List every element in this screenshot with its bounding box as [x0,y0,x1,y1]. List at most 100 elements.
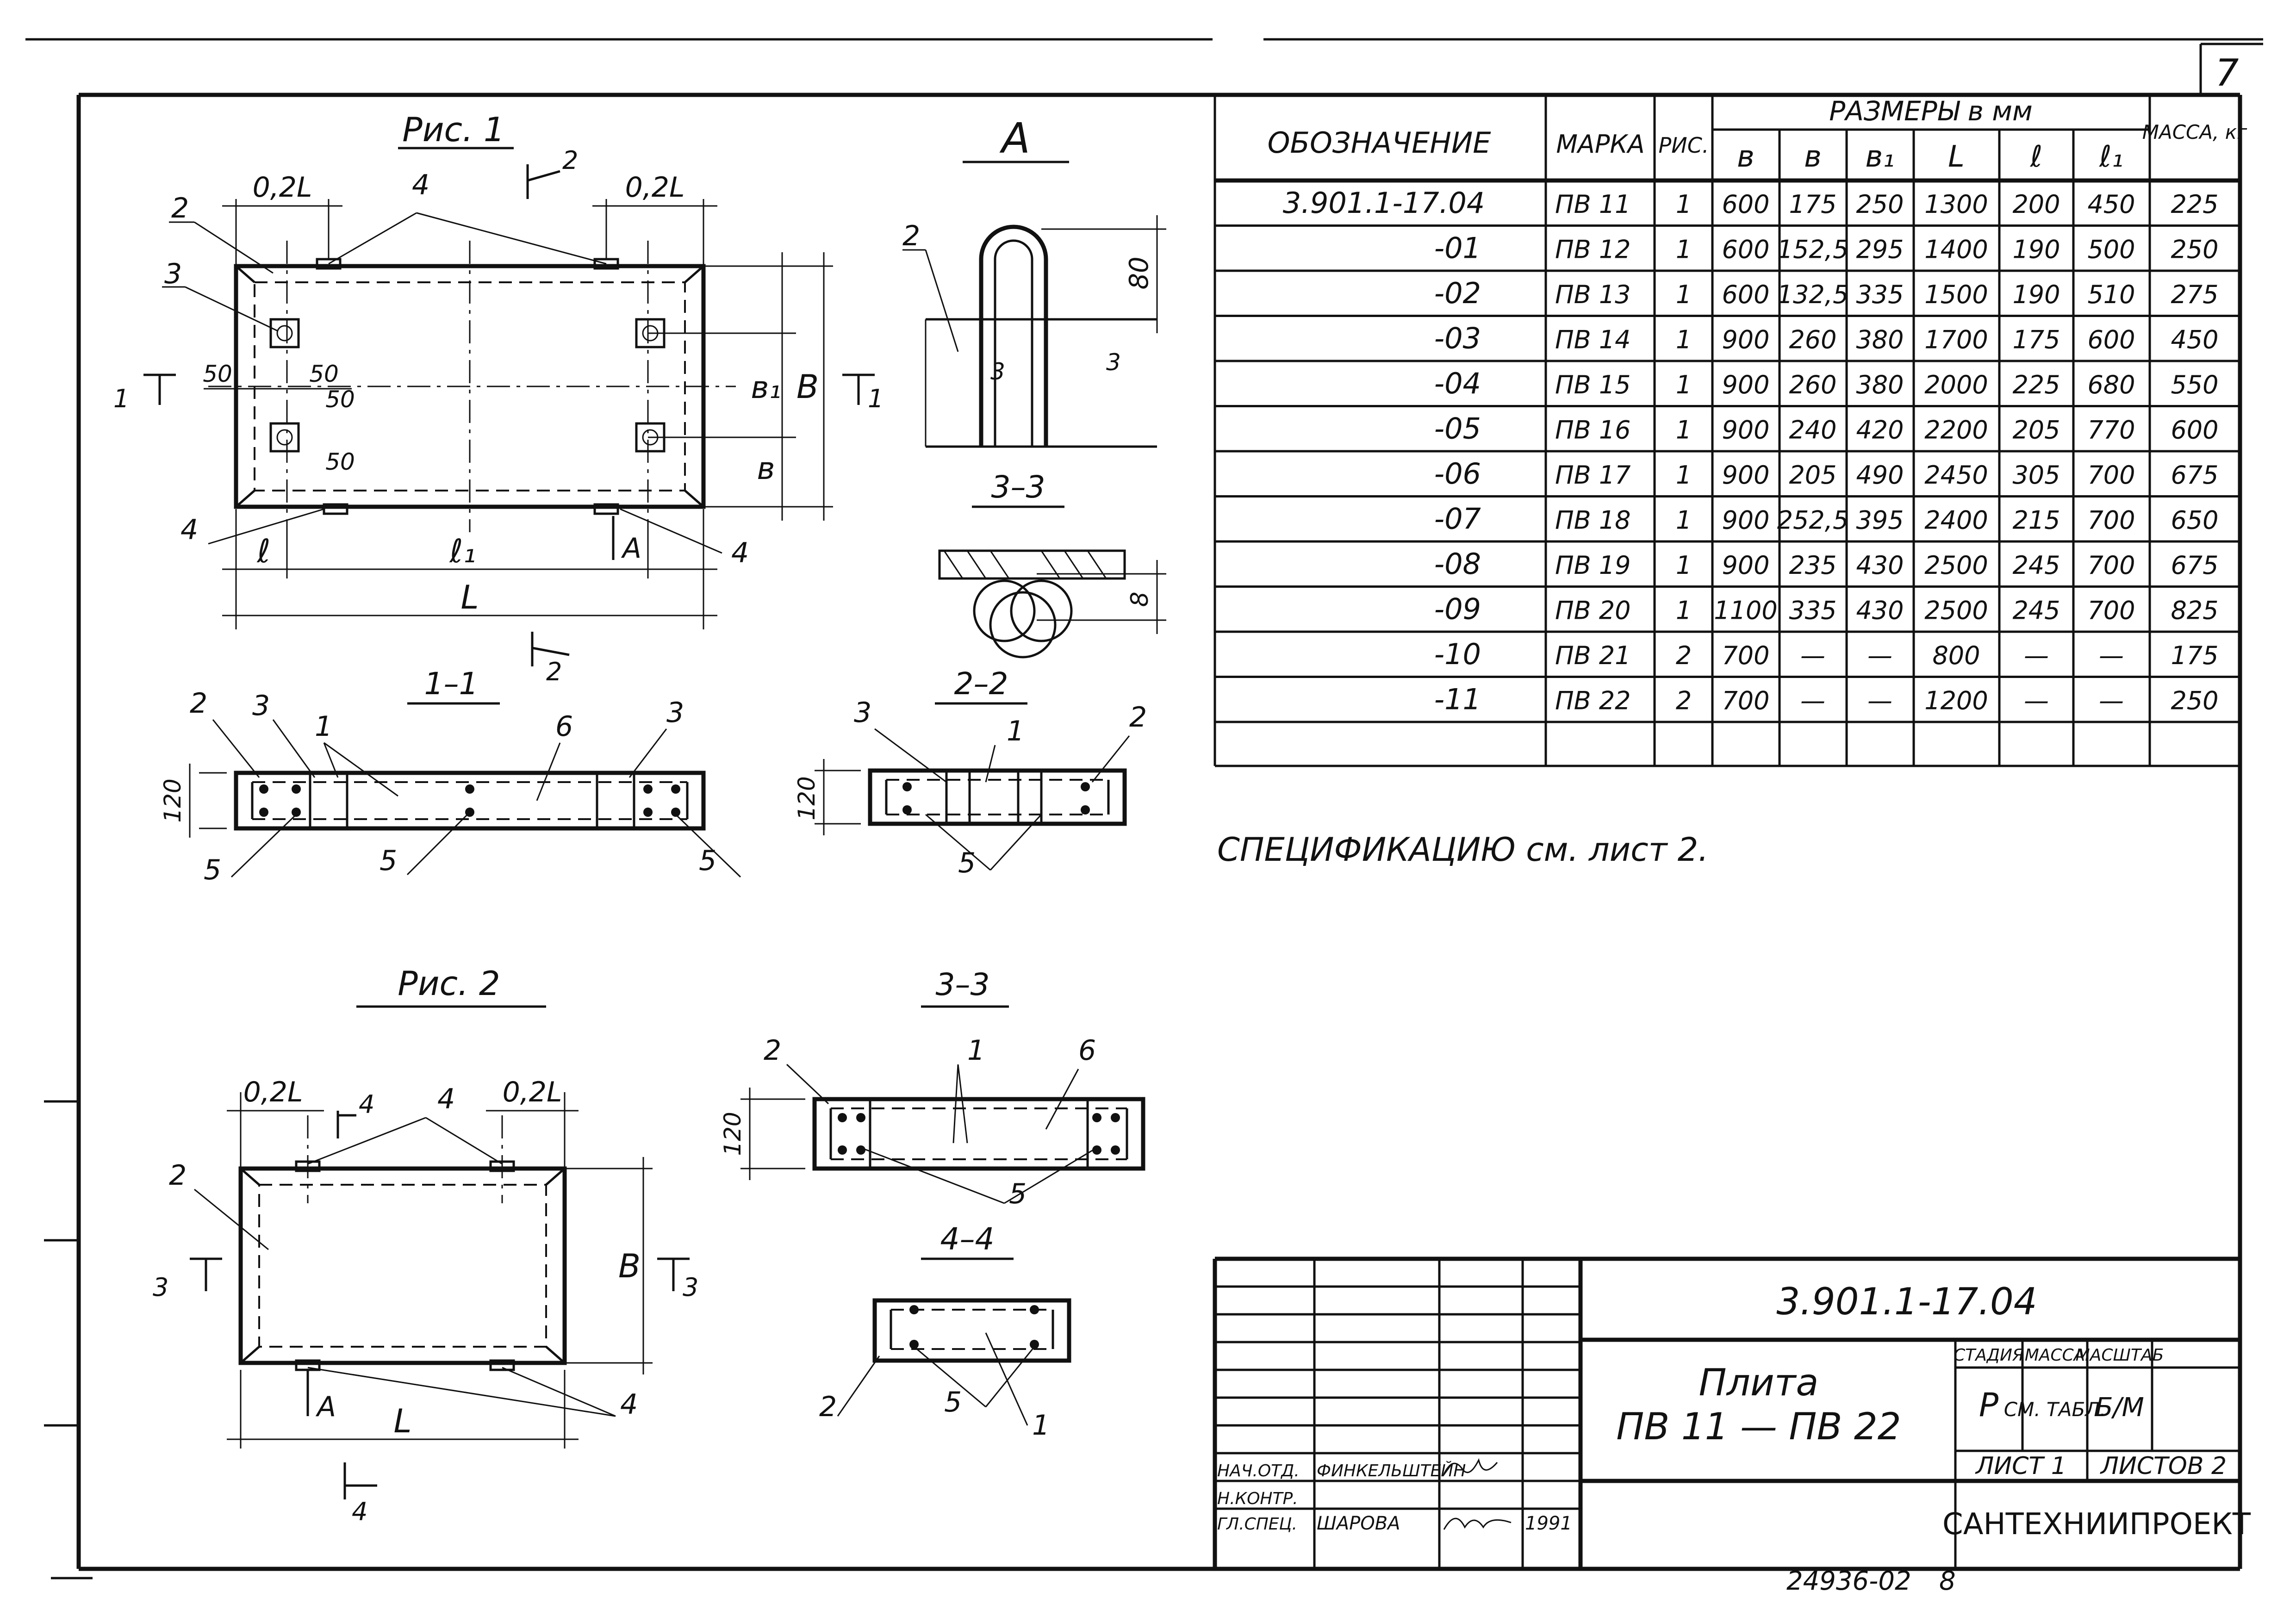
table-cell: 1200 [1924,686,1988,715]
dim-B-fig2: В [618,1247,641,1285]
table-cell: — [1800,641,1825,670]
table-cell: ПВ 15 [1555,370,1631,399]
tb-masshtab-value: Б/М [2095,1393,2144,1423]
table-cell: -11 [1434,683,1481,716]
callout-2-s22: 2 [1129,701,1147,734]
table-cell: 2200 [1924,416,1988,445]
sec-2-2-title: 2–2 [954,666,1008,702]
table-cell: 500 [2087,235,2135,264]
callout-6-s11: 6 [555,710,573,743]
dim-50-a: 50 [203,361,232,387]
table-cell: 600 [2087,325,2135,354]
table-cell: -04 [1434,367,1481,400]
callout-1-s11: 1 [315,710,332,743]
table-cell: ПВ 17 [1555,460,1631,490]
table-cell: 1700 [1924,325,1988,354]
view-a: А 80 2 3 3 3–3 8 [902,114,1166,659]
table-cell: 260 [1789,370,1836,399]
tb-date3: 1991 [1525,1513,1572,1534]
table-cell: 2400 [1924,506,1988,535]
table-cell: -05 [1434,412,1481,446]
table-cell: 175 [2171,641,2218,670]
title-block: 3.901.1-17.04 Плита ПВ 11 — ПВ 22 СТАДИЯ… [1213,1256,2251,1569]
tb-role3: ГЛ.СПЕЦ. [1217,1515,1297,1534]
table-cell: ПВ 13 [1555,280,1631,309]
callout-4-fig2-bottom: 4 [620,1388,638,1421]
table-cell: -08 [1434,547,1481,581]
table-cell: 700 [2087,596,2135,625]
dimensions-table: ОБОЗНАЧЕНИЕ МАРКА РИС. РАЗМЕРЫ в мм в в … [1213,95,2247,767]
view-a-title: А [999,114,1030,163]
section-1-1: 1–1 120 2 3 1 6 3 5 5 5 [159,666,741,886]
table-cell: — [1867,641,1892,670]
table-cell: 190 [2012,235,2060,264]
sec-3-3-title: 3–3 [936,967,990,1002]
table-cell: 2000 [1924,370,1988,399]
table-cell: 420 [1856,416,1904,445]
tb-stadiya-value: Р [1979,1386,1999,1424]
sec-mark-3-right: 3 [683,1273,698,1302]
table-cell: 1 [1676,460,1692,490]
dim-L: L [461,578,479,616]
table-cell: 335 [1789,596,1836,625]
sec-mark-4-bottom: 4 [352,1497,367,1526]
table-cell: -03 [1434,322,1481,355]
table-cell: 680 [2087,370,2135,399]
fig1-title: Рис. 1 [402,110,504,149]
th-oboznachenie: ОБОЗНАЧЕНИЕ [1268,126,1492,160]
table-cell: 700 [1722,686,1769,715]
table-cell: 335 [1856,280,1904,309]
table-cell: 175 [1789,190,1836,219]
table-cell: 675 [2171,460,2218,490]
callout-2-s44: 2 [819,1391,837,1423]
table-cell: 245 [2012,551,2060,580]
bottom-page: 8 [1939,1566,1956,1596]
table-cell: 1400 [1924,235,1988,264]
th-B: в [1737,140,1755,174]
dim-L-fig2: L [394,1402,412,1440]
callout-3: 3 [164,258,182,290]
table-cell: 225 [2171,190,2218,219]
table-cell: 450 [2171,325,2218,354]
table-note: СПЕЦИФИКАЦИЮ см. лист 2. [1217,831,1709,869]
table-cell: 430 [1856,596,1904,625]
sheet-frame [25,38,2263,1579]
dim-02L-left: 0,2L [253,171,312,204]
fig1-plan: Рис. 1 0,2L 0,2L [113,110,884,686]
table-cell: 1 [1676,506,1692,535]
th-b1: в₁ [1865,140,1894,174]
table-cell: 700 [2087,506,2135,535]
callout-5a-s11: 5 [204,854,221,886]
callout-1-s22: 1 [1007,715,1024,747]
dim-02L-fig2-right: 0,2L [503,1076,562,1108]
tb-doc-code: 3.901.1-17.04 [1776,1280,2037,1323]
table-cell: — [2099,686,2124,715]
table-cell: 132,5 [1777,280,1849,309]
callout-5-s44: 5 [944,1386,962,1418]
table-cell: ПВ 21 [1555,641,1631,670]
table-cell: 200 [2012,190,2060,219]
table-cell: 650 [2171,506,2218,535]
table-cell: 215 [2012,506,2060,535]
table-cell: 1 [1676,416,1692,445]
table-cell: 235 [1789,551,1836,580]
callout-3r-s11: 3 [666,696,684,729]
table-cell: 1 [1676,596,1692,625]
sec-mark-2-bottom: 2 [546,657,562,686]
dim-50-b: 50 [309,361,339,387]
table-cell: 225 [2012,370,2060,399]
dim-02L-right: 0,2L [625,171,685,204]
table-cell: 700 [1722,641,1769,670]
callout-2: 2 [171,192,189,224]
table-cell: 250 [2171,686,2218,715]
table-cell: 900 [1722,370,1769,399]
sec-mark-4-top: 4 [359,1090,374,1119]
table-cell: 252,5 [1777,506,1849,535]
table-cell: — [1867,686,1892,715]
table-cell: 700 [2087,551,2135,580]
dim-120-s33: 120 [719,1112,746,1156]
callout-5-s22: 5 [958,847,976,879]
table-cell: — [2024,641,2049,670]
sec-mark-2-top: 2 [562,146,578,175]
